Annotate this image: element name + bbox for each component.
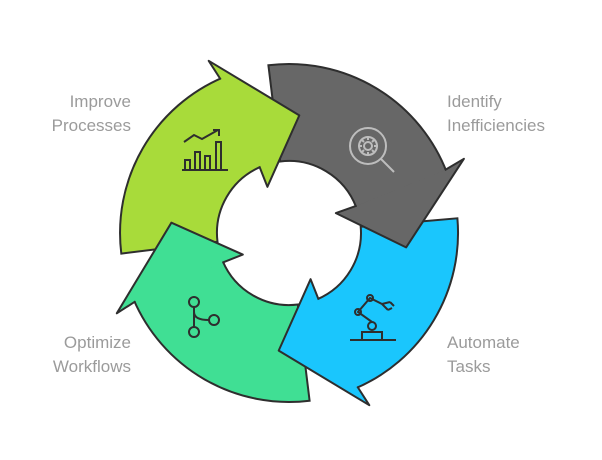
arrow-head-identify	[334, 157, 465, 249]
label-line: Optimize	[63, 333, 131, 352]
label-line: Workflows	[52, 357, 131, 376]
label-line: Inefficiencies	[447, 116, 545, 135]
label-line: Automate	[447, 333, 520, 352]
bar-chart-trend-icon	[182, 129, 228, 171]
label-optimize-workflows: Optimize Workflows	[0, 331, 131, 379]
arrow-body-identify	[267, 63, 449, 209]
robot-arm-icon	[350, 294, 396, 341]
label-line: Identify	[447, 92, 502, 111]
label-identify-inefficiencies: Identify Inefficiencies	[447, 90, 587, 138]
label-line: Improve	[69, 92, 131, 111]
workflow-branch-icon	[188, 296, 220, 338]
label-line: Processes	[51, 116, 131, 135]
arrow-head-automate	[277, 278, 371, 407]
arrow-head-improve	[207, 59, 301, 188]
arrow-body-optimize	[132, 259, 311, 403]
arrow-head-optimize	[115, 221, 244, 315]
label-automate-tasks: Automate Tasks	[447, 331, 587, 379]
label-line: Tasks	[447, 357, 491, 376]
gear-magnifier-icon	[349, 127, 395, 173]
label-improve-processes: Improve Processes	[0, 90, 131, 138]
